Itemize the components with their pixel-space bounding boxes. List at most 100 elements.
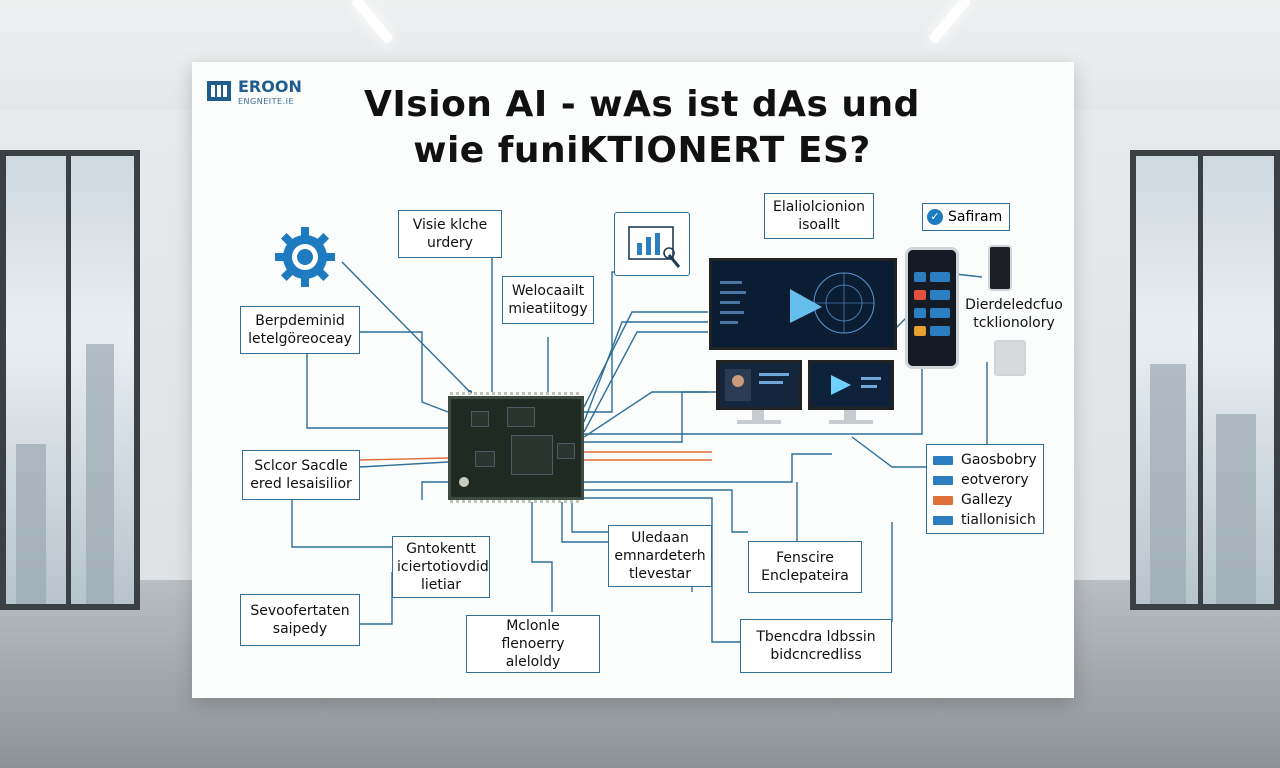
wire (291, 500, 392, 548)
safiram-badge: ✓ Safiram (922, 203, 1010, 231)
legend-item: Gaosbobry (933, 450, 1037, 470)
ceiling-light (927, 0, 972, 45)
wire (341, 261, 471, 393)
monitor-stand (752, 410, 764, 420)
legend-label: tiallonisich (961, 512, 1036, 528)
label-line: Uledaan (631, 530, 689, 546)
label-line: saipedy (272, 621, 328, 637)
label-right-bottom: Tbencdra ldbssin bidcncredliss (740, 619, 892, 673)
phone-icon (994, 340, 1026, 376)
wire (571, 502, 610, 533)
label-line: Enclepateira (761, 568, 849, 584)
wire (583, 321, 708, 423)
wire (584, 453, 832, 483)
label-line: aleloldy (505, 654, 561, 670)
chart-icon (614, 212, 690, 276)
label-line: urdery (427, 235, 473, 251)
label-center-left: Gntokentt iciertotiovdid lietiar (392, 536, 490, 598)
label-left-bottom: Sevoofertaten saipedy (240, 594, 360, 646)
legend-swatch (933, 495, 953, 505)
gear-icon (275, 227, 335, 287)
wire (583, 331, 708, 433)
chip-pins (450, 392, 582, 395)
label-line: Sevoofertaten (250, 603, 350, 619)
wire (360, 572, 393, 625)
label-line: ered lesaisilior (250, 476, 352, 492)
monitor-icon (716, 360, 802, 410)
wire (360, 331, 449, 413)
label-line: Berpdeminid (255, 313, 345, 329)
wire (531, 502, 553, 612)
label-line: Elaliolcionion (773, 199, 865, 215)
legend-item: tiallonisich (933, 510, 1037, 530)
microchip-icon (448, 396, 584, 500)
legend-label: eotverory (961, 472, 1029, 488)
label-line: emnardeterh (614, 548, 706, 564)
label-line: Sclcor Sacdle (254, 458, 348, 474)
window-left (0, 150, 140, 610)
label-right-text: Dierdeledcfuo tcklionolory (962, 296, 1066, 332)
legend-swatch (933, 455, 953, 465)
badge-label: Safiram (948, 209, 1003, 225)
board-leg (833, 698, 839, 716)
chip-pins (450, 500, 582, 503)
label-left-top: Berpdeminid letelgöreoceay (240, 306, 360, 354)
label-left-mid: Sclcor Sacdle ered lesaisilior (242, 450, 360, 500)
company-logo: EROON ENGNEITE.IE (206, 75, 316, 115)
logo-name: EROON (238, 77, 302, 96)
connection-wires (291, 240, 988, 643)
monitor-stand (844, 410, 856, 420)
wire (583, 311, 708, 408)
wire (447, 240, 493, 392)
label-line: iciertotiovdid (397, 559, 489, 575)
board-leg (936, 698, 942, 716)
label-right-mid: Fenscire Enclepateira (748, 541, 862, 593)
wire (584, 497, 740, 643)
board-leg (322, 698, 328, 716)
label-line: bidcncredliss (770, 647, 862, 663)
label-line: lietiar (420, 577, 462, 593)
legend-label: Gaosbobry (961, 452, 1037, 468)
window-right (1130, 150, 1280, 610)
monitor-icon (808, 360, 894, 410)
label-top-right: Elaliolcionion isoallt (764, 193, 874, 239)
title-line-1: VIsion AI - wAs ist dAs und (364, 84, 920, 125)
label-line: letelgöreoceay (248, 331, 352, 347)
title-line-2: wie funiKTIONERT ES? (413, 130, 871, 171)
wire (306, 352, 448, 429)
label-line: isoallt (798, 217, 840, 233)
label-line: Welocaailt (511, 283, 585, 299)
monitor-icon (709, 258, 897, 350)
ceiling-light (350, 0, 395, 45)
label-center-bottom: Mclonle flenoerry aleloldy (466, 615, 600, 673)
phone-icon (988, 245, 1012, 291)
label-line: Visie klche (412, 217, 488, 233)
label-center-right: Uledaan emnardeterh tlevestar (608, 525, 712, 587)
logo-mark-icon (207, 81, 231, 101)
legend-item: Gallezy (933, 490, 1037, 510)
monitor-stand (737, 420, 781, 424)
label-line: Fenscire (776, 550, 834, 566)
label-mid-center: Welocaailt mieatiitogy (502, 276, 594, 324)
wire (851, 436, 926, 468)
wire (584, 489, 748, 533)
wire (561, 502, 610, 543)
label-line: Dierdeledcfuo (965, 297, 1063, 313)
label-line: tcklionolory (973, 315, 1055, 331)
label-line: Mclonle (506, 618, 560, 634)
phone-icon (905, 247, 959, 369)
monitor-stand (829, 420, 873, 424)
legend-swatch (933, 515, 953, 525)
legend-swatch (933, 475, 953, 485)
legend-item: eotverory (933, 470, 1037, 490)
label-line: Tbencdra ldbssin (756, 629, 876, 645)
wire (359, 461, 449, 468)
board-leg (430, 698, 436, 716)
legend: Gaosbobry eotverory Gallezy tiallonisich (926, 444, 1044, 534)
logo-subtitle: ENGNEITE.IE (238, 97, 295, 106)
label-line: flenoerry (501, 636, 565, 652)
label-line: Gntokentt (406, 541, 476, 557)
label-line: tlevestar (628, 566, 691, 582)
diagram-board: EROON ENGNEITE.IE VIsion AI - wAs ist dA… (192, 62, 1074, 698)
wire (584, 391, 722, 443)
